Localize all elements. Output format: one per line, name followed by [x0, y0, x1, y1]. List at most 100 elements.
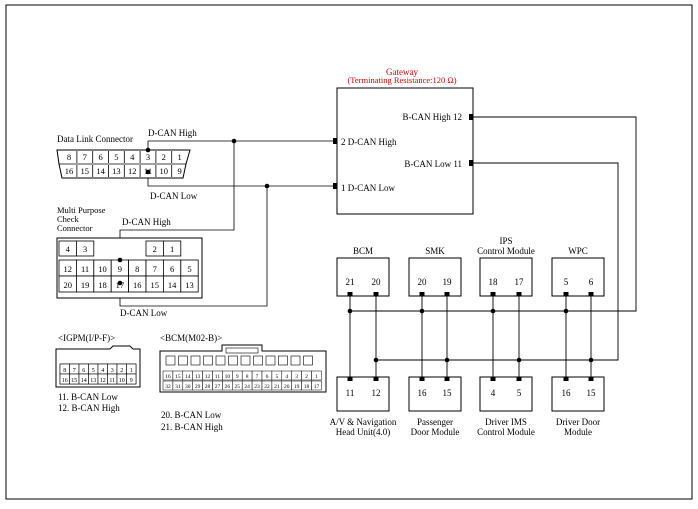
mpc-label-line-2: Check — [57, 214, 79, 224]
multi-purpose-check-connector: Multi Purpose Check Connector D-CAN High… — [56, 205, 203, 318]
igpm-pin: 10 — [119, 378, 125, 384]
bcm-connector-pin: 26 — [225, 384, 231, 390]
bcm-connector-pin: 27 — [215, 384, 221, 390]
gateway-pin-bcan-low: B-CAN Low 11 — [404, 159, 462, 169]
bcm-connector-pin: 5 — [275, 374, 278, 380]
module-box — [336, 257, 390, 297]
module-pin: 17 — [515, 277, 525, 287]
bcm-connector-pin: 12 — [205, 374, 211, 380]
igpm-pin: 8 — [63, 368, 66, 374]
bcm-connector-pin: 15 — [175, 374, 181, 380]
mpc-pin: 2 — [153, 244, 157, 254]
module-pin: 5 — [564, 277, 569, 287]
module-box — [551, 257, 605, 297]
module-box — [479, 257, 533, 297]
dlc-dcan-low-label: D-CAN Low — [150, 191, 198, 201]
bcm-connector-pin: 17 — [314, 384, 320, 390]
bcm-connector-pin: 13 — [195, 374, 201, 380]
bcm-connector-pin: 7 — [256, 374, 259, 380]
module-pin: 5 — [517, 388, 522, 398]
bcm-connector-pin: 1 — [315, 374, 318, 380]
module-name: WPC — [568, 246, 588, 256]
bcm-connector-pin: 10 — [225, 374, 231, 380]
mpc-pin: 20 — [63, 280, 72, 290]
mpc-pin: 19 — [81, 280, 90, 290]
bcm-connector-pin: 32 — [165, 384, 171, 390]
bcm-connector-pin: 24 — [244, 384, 250, 390]
igpm-pin: 3 — [111, 368, 114, 374]
bcm-connector-pin: 2 — [305, 374, 308, 380]
bcm-connector-pin: 4 — [285, 374, 288, 380]
mpc-pin: 1 — [170, 244, 174, 254]
bcm-connector-legend-2: 21. B-CAN High — [161, 422, 223, 432]
gateway-module: Gateway (Terminating Resistance:120 Ω) B… — [333, 67, 474, 215]
dlc-pin: 10 — [160, 166, 169, 176]
module-pin: 4 — [491, 388, 496, 398]
dlc-dcan-high-label: D-CAN High — [148, 128, 197, 138]
mpc-label-line-3: Connector — [57, 223, 93, 233]
igpm-pin: 6 — [82, 368, 85, 374]
mpc-pin: 11 — [81, 264, 89, 274]
module-pin: 20 — [372, 277, 382, 287]
mpc-pin: 5 — [187, 264, 191, 274]
bcm-connector-pin: 18 — [304, 384, 310, 390]
gateway-box — [336, 87, 474, 215]
junction-dots — [231, 138, 594, 363]
dlc-pin: 12 — [128, 166, 137, 176]
module-pin: 19 — [443, 277, 453, 287]
bcm-connector-pin: 25 — [235, 384, 241, 390]
mpc-pin: 12 — [63, 264, 72, 274]
igpm-pin: 13 — [90, 378, 96, 384]
module-pin: 16 — [418, 388, 428, 398]
bcm-connector-pin: 31 — [175, 384, 181, 390]
mpc-pin: 18 — [98, 280, 107, 290]
module-pin: 15 — [443, 388, 453, 398]
dlc-pin: 3 — [146, 152, 150, 162]
mpc-pin: 16 — [133, 280, 142, 290]
module-pin: 18 — [489, 277, 499, 287]
top-module-wpc: WPC 5 6 — [551, 246, 605, 297]
mpc-pin: 15 — [150, 280, 159, 290]
module-pin: 6 — [589, 277, 594, 287]
igpm-pin: 5 — [92, 368, 95, 374]
mpc-pin: 6 — [170, 264, 174, 274]
bcm-connector-pin: 22 — [264, 384, 270, 390]
data-link-connector: Data Link Connector D-CAN High D-CAN Low… — [56, 128, 198, 201]
module-pin: 20 — [418, 277, 428, 287]
igpm-pin: 14 — [81, 378, 87, 384]
bcm-connector-pin: 11 — [215, 374, 221, 380]
gateway-pin-bcan-high: B-CAN High 12 — [402, 112, 462, 122]
mpc-pin: 3 — [83, 244, 87, 254]
mpc-pin: 10 — [98, 264, 107, 274]
bcm-connector-pin: 3 — [295, 374, 298, 380]
mpc-pin: 13 — [185, 280, 194, 290]
module-label-line-1: Passenger — [417, 417, 453, 427]
mpc-dcan-high-label: D-CAN High — [122, 217, 171, 227]
dlc-pin: 9 — [177, 166, 181, 176]
dlc-pin: 13 — [112, 166, 121, 176]
bcm-connector-title: <BCM(M02-B)> — [160, 333, 222, 343]
gateway-pin-dcan-high: 2 D-CAN High — [341, 137, 397, 147]
mpc-pin: 14 — [168, 280, 177, 290]
igpm-legend-2: 12. B-CAN High — [58, 403, 120, 413]
module-label-line-1: Driver Door — [556, 417, 600, 427]
wire-bcan-low-bus — [376, 162, 619, 361]
dlc-pin: 4 — [130, 152, 135, 162]
module-label-line-2: Door Module — [411, 427, 460, 437]
igpm-pin: 12 — [100, 378, 106, 384]
mpc-pin: 4 — [66, 244, 71, 254]
dlc-pin: 14 — [96, 166, 105, 176]
bcm-connector-pin: 16 — [165, 374, 171, 380]
bcm-connector-pin: 6 — [266, 374, 269, 380]
bcm-connector-pin: 20 — [284, 384, 290, 390]
module-name-line-2: Control Module — [477, 246, 535, 256]
module-box — [336, 376, 390, 412]
bcm-connector-pin: 21 — [274, 384, 280, 390]
module-label-line-1: A/V & Navigation — [330, 417, 397, 427]
